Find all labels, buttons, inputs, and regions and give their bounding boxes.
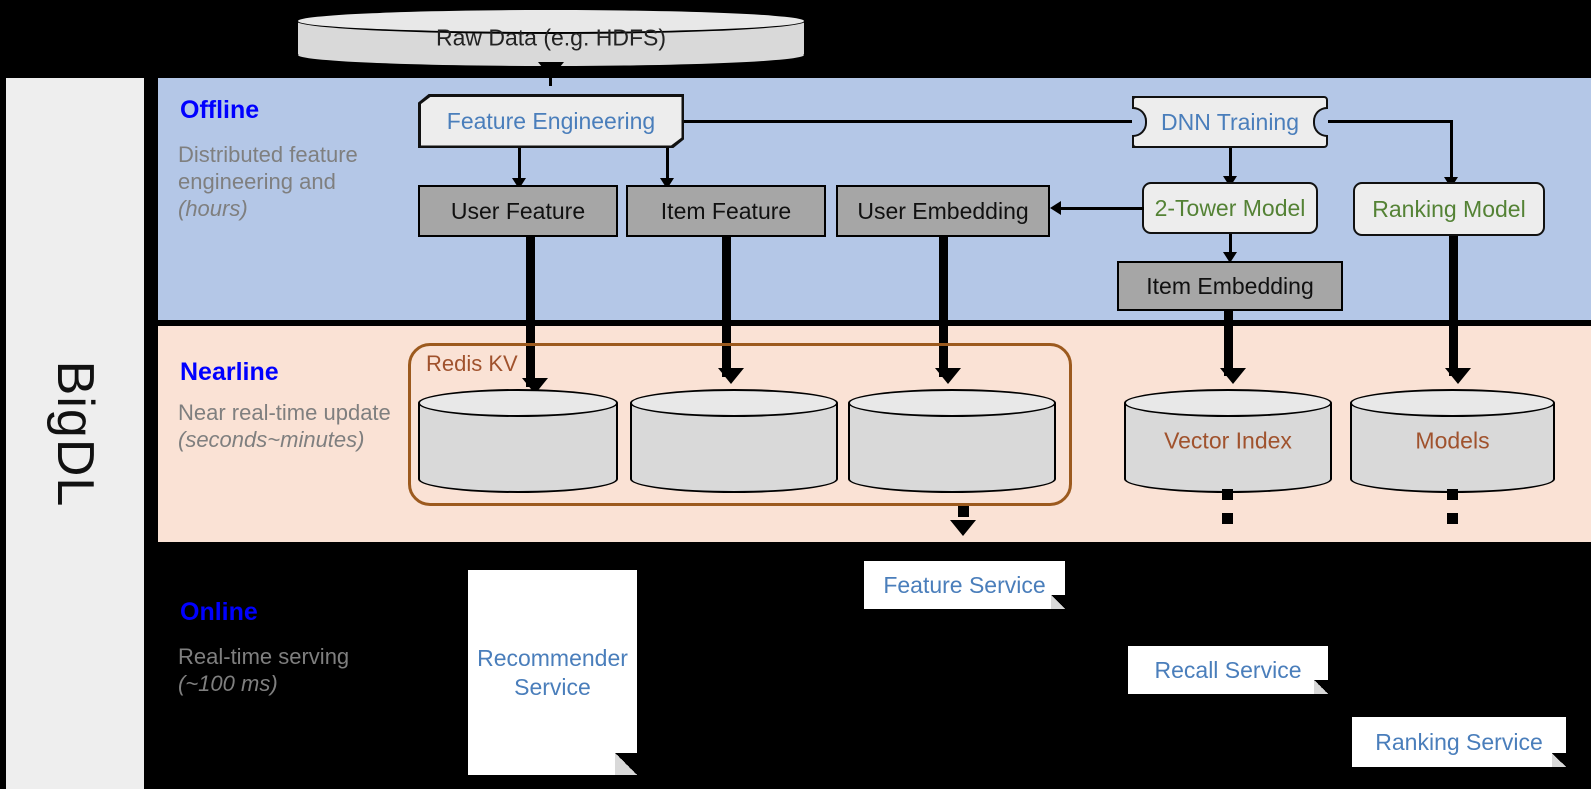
connector-dnn-ranking-v [1450, 120, 1453, 182]
ranking-model-node[interactable]: Ranking Model [1353, 182, 1545, 236]
item-embedding-box[interactable]: Item Embedding [1117, 261, 1343, 311]
feature-service-label: Feature Service [883, 571, 1046, 598]
page-fold-highlight-icon [1051, 595, 1065, 609]
ranking-service-label: Ranking Service [1375, 728, 1543, 755]
dash-redis-featureservice [958, 506, 969, 517]
band-subtitle-online: Real-time serving (~100 ms) [178, 644, 408, 698]
dash-vectorindex-recall-2 [1222, 513, 1233, 524]
bracket-notch-right-icon [1313, 107, 1328, 137]
ranking-model-label: Ranking Model [1372, 195, 1526, 222]
band-title-nearline: Nearline [180, 358, 279, 386]
connector-fe-userfeature [518, 148, 521, 182]
pipe-itemfeature-redis [722, 237, 731, 377]
page-fold-highlight-icon [1314, 680, 1328, 694]
bigdl-label: BigDL [46, 360, 104, 507]
user-feature-box[interactable]: User Feature [418, 185, 618, 237]
cylinder-top [418, 389, 618, 417]
models-store[interactable]: Models [1350, 389, 1555, 493]
pipe-rankingmodel-models [1449, 236, 1458, 376]
connector-dnn-2tower [1229, 148, 1232, 181]
recall-service-node[interactable]: Recall Service [1128, 646, 1328, 694]
page-fold-highlight-icon [1552, 753, 1566, 767]
item-feature-box[interactable]: Item Feature [626, 185, 826, 237]
pipe-itemembedding-vectorindex [1224, 311, 1233, 376]
arrowhead-fe-userfeature [512, 178, 526, 189]
arrowhead-redis-featureservice [950, 520, 976, 536]
feature-engineering-label: Feature Engineering [420, 96, 682, 146]
two-tower-model-label: 2-Tower Model [1154, 194, 1306, 221]
connector-dnn-ranking-h [1328, 120, 1452, 123]
cylinder-top [1124, 389, 1332, 417]
cylinder-top [1350, 389, 1555, 417]
arrowhead-rankingmodel-models [1445, 368, 1471, 384]
arrowhead-rawdata-fe [538, 62, 564, 78]
dnn-training-node[interactable]: DNN Training [1132, 96, 1328, 148]
bigdl-sidebar: BigDL [6, 78, 144, 789]
arrowhead-2tower-itemembedding [1223, 252, 1237, 263]
recommender-service-label: Recommender Service [477, 644, 628, 700]
dash-vectorindex-recall-1 [1222, 489, 1233, 500]
arrowhead-itemfeature-redis [718, 368, 744, 384]
cylinder-top [296, 8, 806, 34]
arrowhead-2tower-userembedding [1050, 201, 1061, 215]
user-feature-label: User Feature [450, 197, 586, 224]
offline-sub-plain: Distributed feature engineering and [178, 142, 358, 194]
nearline-sub-italic: (seconds~minutes) [178, 426, 365, 452]
two-tower-model-node[interactable]: 2-Tower Model [1142, 182, 1318, 234]
pipe-userfeature-redis [526, 237, 535, 387]
feature-service-node[interactable]: Feature Service [864, 561, 1065, 609]
redis-cylinder-user-feature[interactable] [418, 389, 618, 493]
band-title-online: Online [180, 598, 258, 626]
band-title-offline: Offline [180, 96, 260, 124]
recall-service-label: Recall Service [1154, 656, 1302, 683]
arrowhead-dnn-2tower [1223, 176, 1237, 187]
user-embedding-label: User Embedding [857, 197, 1029, 224]
redis-cylinder-user-embedding[interactable] [848, 389, 1056, 493]
dnn-training-label: DNN Training [1160, 108, 1300, 135]
user-embedding-box[interactable]: User Embedding [836, 185, 1050, 237]
connector-fe-dnn [684, 120, 1154, 123]
page-fold-highlight-icon [615, 753, 637, 775]
band-subtitle-offline: Distributed feature engineering and (hou… [178, 142, 408, 222]
connector-2tower-itemembedding [1229, 234, 1232, 256]
offline-sub-italic: (hours) [178, 195, 248, 221]
item-embedding-label: Item Embedding [1146, 272, 1314, 299]
dash-models-ranking-2 [1447, 513, 1458, 524]
models-label: Models [1415, 427, 1490, 454]
band-subtitle-nearline: Near real-time update (seconds~minutes) [178, 400, 408, 454]
item-feature-label: Item Feature [660, 197, 792, 224]
redis-cylinder-item-feature[interactable] [630, 389, 838, 493]
dash-models-ranking-1 [1447, 489, 1458, 500]
cylinder-top [848, 389, 1056, 417]
vector-index-label: Vector Index [1164, 427, 1292, 454]
redis-kv-container[interactable] [408, 343, 1072, 506]
pipe-userembedding-redis [939, 237, 948, 377]
feature-engineering-node[interactable]: Feature Engineering [418, 94, 684, 148]
vector-index-store[interactable]: Vector Index [1124, 389, 1332, 493]
online-sub-italic: (~100 ms) [178, 670, 278, 696]
raw-data-label: Raw Data (e.g. HDFS) [435, 24, 667, 51]
arrowhead-fe-itemfeature [660, 178, 674, 189]
arrowhead-userembedding-redis [935, 368, 961, 384]
ranking-service-node[interactable]: Ranking Service [1352, 717, 1566, 767]
connector-2tower-userembedding [1060, 207, 1144, 210]
cylinder-top [630, 389, 838, 417]
bracket-notch-left-icon [1132, 107, 1147, 137]
recommender-service-node[interactable]: Recommender Service [468, 570, 637, 775]
connector-fe-itemfeature [666, 148, 669, 182]
nearline-sub-plain: Near real-time update [178, 400, 391, 425]
raw-data-store[interactable]: Raw Data (e.g. HDFS) [296, 8, 806, 68]
online-sub-plain: Real-time serving [178, 644, 350, 669]
redis-kv-label: Redis KV [426, 351, 518, 376]
arrowhead-itemembedding-vectorindex [1220, 368, 1246, 384]
